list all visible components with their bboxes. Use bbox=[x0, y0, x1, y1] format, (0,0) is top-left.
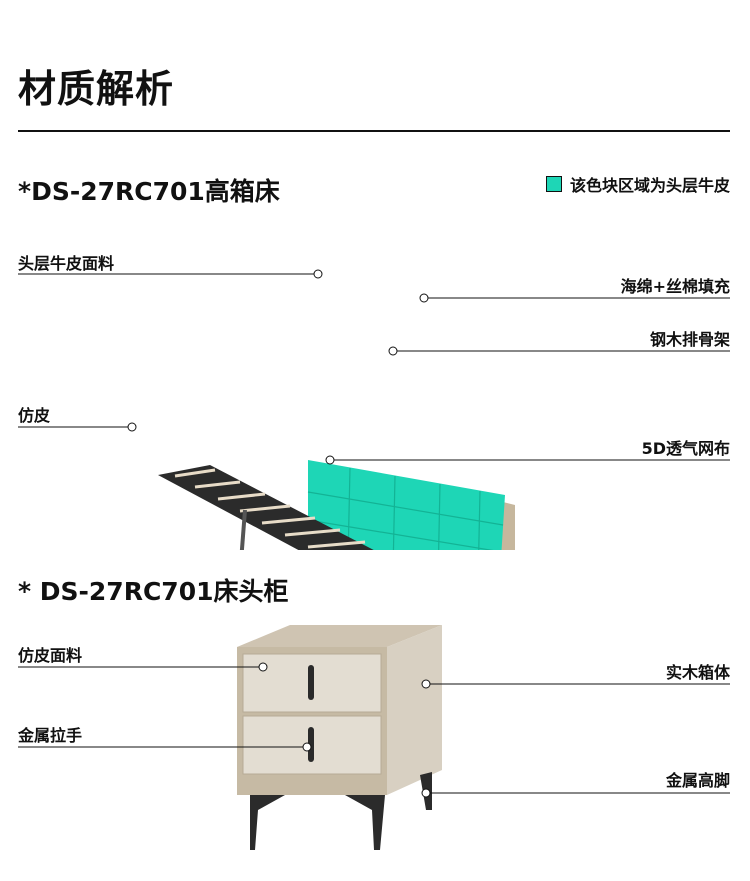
callout-dot bbox=[421, 679, 431, 689]
label-faux-leather-fabric: 仿皮面料 bbox=[18, 646, 83, 665]
lower-handle bbox=[308, 727, 314, 762]
callout-dot bbox=[258, 662, 268, 672]
label-solid-wood: 实木箱体 bbox=[665, 663, 730, 682]
label-faux-leather: 仿皮 bbox=[18, 406, 51, 425]
nightstand-heading: * DS-27RC701床头柜 bbox=[18, 577, 289, 606]
callout-dot bbox=[419, 293, 429, 303]
bed-heading: *DS-27RC701高箱床 bbox=[18, 177, 280, 206]
label-steel-frame: 钢木排骨架 bbox=[649, 330, 730, 349]
label-metal-handle: 金属拉手 bbox=[18, 726, 83, 745]
legend-swatch bbox=[545, 176, 562, 192]
upper-handle bbox=[308, 665, 314, 700]
bed-illustration bbox=[158, 460, 515, 550]
label-sponge-filling: 海绵+丝棉填充 bbox=[620, 277, 730, 296]
callout-dot bbox=[127, 422, 137, 432]
callout-dot bbox=[388, 346, 398, 356]
callout-dot bbox=[313, 269, 323, 279]
page-title: 材质解析 bbox=[18, 67, 175, 111]
bed-callouts bbox=[18, 269, 730, 465]
title-divider bbox=[18, 130, 730, 132]
label-headboard-leather: 头层牛皮面料 bbox=[18, 254, 115, 273]
nightstand-illustration bbox=[237, 625, 442, 850]
headboard-leather bbox=[308, 460, 505, 550]
nightstand-callouts bbox=[18, 662, 730, 798]
label-metal-legs: 金属高脚 bbox=[665, 771, 730, 790]
callout-dot bbox=[302, 742, 312, 752]
leather-legend: 该色块区域为头层牛皮 bbox=[545, 172, 730, 196]
callout-dot bbox=[325, 455, 335, 465]
legend-text: 该色块区域为头层牛皮 bbox=[569, 176, 730, 195]
callout-dot bbox=[421, 788, 431, 798]
label-mesh: 5D透气网布 bbox=[641, 439, 730, 458]
